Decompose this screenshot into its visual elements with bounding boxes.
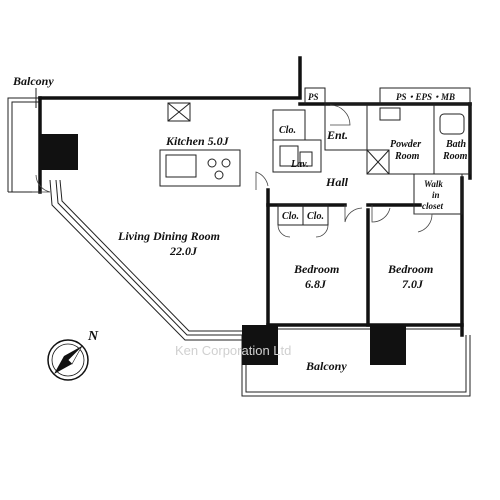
label-bedroom2-size: 7.0J — [402, 277, 424, 291]
label-ps-eps-mb: PS・EPS・MB — [396, 92, 455, 102]
label-hall: Hall — [325, 175, 349, 189]
label-walk-in-2: in — [432, 190, 440, 200]
label-bath-room-1: Bath — [445, 139, 466, 150]
label-bedroom1: Bedroom — [293, 262, 339, 276]
label-ps-small: PS — [308, 92, 319, 102]
pillar-bottom-left — [242, 325, 278, 365]
label-bedroom2: Bedroom — [387, 262, 433, 276]
label-closet-left: Clo. — [282, 211, 299, 222]
label-powder-room-1: Powder — [390, 139, 421, 150]
compass: N — [47, 329, 99, 381]
label-lavatory: Lav. — [290, 159, 309, 170]
watermark: Ken Corporation Ltd — [175, 343, 291, 358]
left-balcony — [7, 88, 40, 193]
label-walk-in-3: closet — [422, 201, 443, 211]
compass-north-label: N — [87, 329, 99, 344]
label-bedroom1-size: 6.8J — [305, 277, 327, 291]
kitchen-exhaust — [167, 102, 191, 122]
label-living-dining-size: 22.0J — [169, 244, 198, 258]
kitchen-counter — [159, 149, 241, 187]
label-entrance: Ent. — [326, 128, 348, 142]
pillar-bottom-right — [370, 325, 406, 365]
label-closet-top: Clo. — [279, 125, 296, 136]
walk-in-closet-outline — [413, 173, 463, 215]
label-powder-room-2: Room — [394, 151, 420, 162]
label-closet-right: Clo. — [307, 211, 324, 222]
pillar-left — [40, 134, 78, 170]
label-walk-in-1: Walk — [424, 179, 443, 189]
label-balcony-bottom: Balcony — [305, 359, 347, 373]
label-living-dining: Living Dining Room — [117, 229, 220, 243]
label-kitchen: Kitchen 5.0J — [165, 134, 230, 148]
bedroom-closets — [277, 204, 329, 238]
label-bath-room-2: Room — [442, 151, 468, 162]
label-balcony-left: Balcony — [12, 74, 54, 88]
doors — [32, 171, 433, 233]
living-window-wall — [49, 179, 242, 341]
